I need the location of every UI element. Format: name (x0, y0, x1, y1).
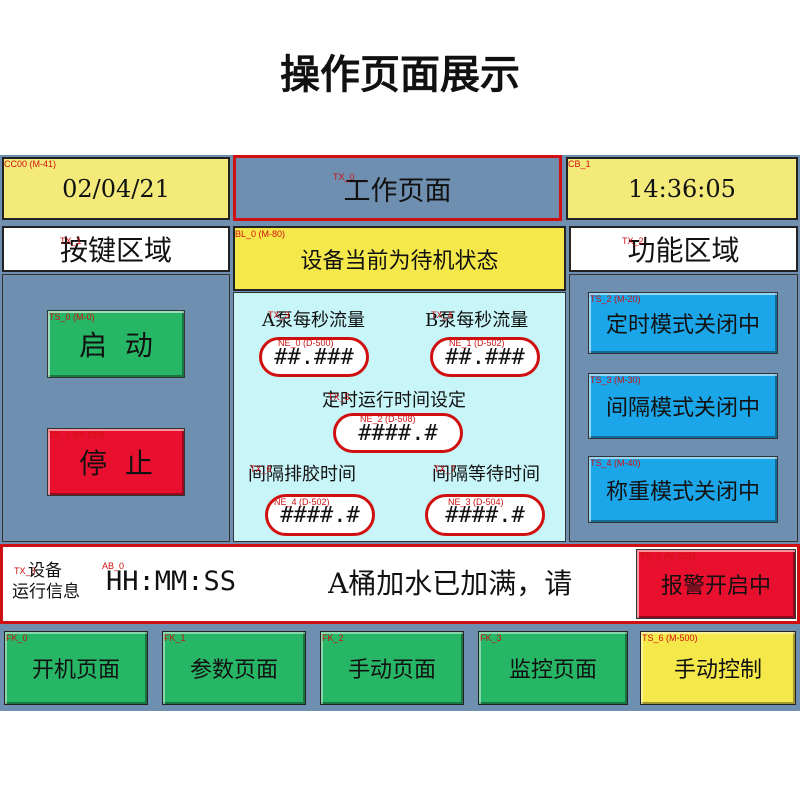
timer-label-tag: TX_5 (328, 392, 350, 402)
left-panel-heading: 按键区域 (2, 226, 230, 272)
info-label-tag: TX_8 (14, 566, 36, 576)
time-value: 14:36:05 (628, 174, 736, 203)
date-value: 02/04/21 (62, 174, 170, 203)
discharge-label-tag: TX_6 (250, 464, 272, 474)
pump-a-field-tag: NE_0 (D-500) (278, 338, 334, 348)
message-time: HH:MM:SS (106, 566, 237, 597)
stop-button-label: 停 止 (79, 447, 153, 480)
right-heading-tag: TX_2 (622, 236, 644, 246)
discharge-interval-value: ####.# (280, 502, 360, 528)
nav-monitor-label: 监控页面 (508, 658, 597, 683)
date-display: 02/04/21 (2, 157, 230, 220)
start-button-label: 启 动 (79, 329, 153, 362)
start-button[interactable]: 启 动 (47, 310, 185, 378)
discharge-field-tag: NE_4 (D-502) (274, 497, 330, 507)
stop-button[interactable]: 停 止 (47, 428, 185, 496)
nav-startup-label: 开机页面 (31, 658, 120, 683)
timer-setting-input[interactable]: ####.# (333, 413, 463, 453)
right-panel-heading-text: 功能区域 (627, 234, 740, 267)
nav-parameters-label: 参数页面 (189, 658, 278, 683)
nav-parameters-page[interactable]: 参数页面 (162, 631, 306, 705)
info-label-line2: 运行信息 (12, 582, 80, 602)
status-banner: 设备当前为待机状态 (233, 226, 566, 291)
right-panel-heading: 功能区域 (569, 226, 798, 272)
page-title: 操作页面展示 (280, 52, 520, 98)
nav-manual-page[interactable]: 手动页面 (320, 631, 464, 705)
pump-b-flow-value: ##.### (445, 344, 525, 370)
pump-b-field-tag: NE_1 (D-502) (449, 338, 505, 348)
wait-field-tag: NE_3 (D-504) (448, 497, 504, 507)
info-label: 设备 运行信息 (12, 561, 92, 603)
alarm-button-label: 报警开启中 (660, 574, 771, 599)
left-heading-tag: TX_1 (60, 236, 82, 246)
manual-control-tag: TS_6 (M-500) (642, 633, 698, 643)
message-tag: AB_0 (102, 561, 125, 571)
pump-a-label-tag: TX_3 (268, 310, 290, 320)
screen-title: 工作页面 (343, 175, 452, 207)
discharge-interval-label: 间隔排胶时间 (248, 464, 356, 485)
pump-a-flow-input[interactable]: ##.### (259, 337, 369, 377)
interval-mode-label: 间隔模式关闭中 (605, 396, 760, 421)
timer-mode-label: 定时模式关闭中 (605, 313, 760, 338)
nav-manual-label: 手动页面 (347, 658, 436, 683)
status-text: 设备当前为待机状态 (300, 248, 499, 274)
pump-b-flow-input[interactable]: ##.### (430, 337, 540, 377)
status-tag: BL_0 (M-80) (235, 229, 286, 239)
interval-mode-button[interactable]: 间隔模式关闭中 (588, 373, 778, 439)
timer-mode-button[interactable]: 定时模式关闭中 (588, 292, 778, 354)
weighing-mode-tag: TS_4 (M-40) (590, 458, 641, 468)
alarm-button[interactable]: 报警开启中 (636, 549, 796, 619)
screen-title-tag: TX_0 (333, 172, 355, 182)
manual-control-button[interactable]: 手动控制 (640, 631, 796, 705)
screen-title-box: 工作页面 (233, 155, 562, 221)
stop-button-tag: TS_1 (M-100) (49, 430, 105, 440)
interval-mode-tag: TS_3 (M-30) (590, 375, 641, 385)
alarm-button-tag: TS_5 (M-101) (640, 551, 696, 561)
weighing-mode-button[interactable]: 称重模式关闭中 (588, 456, 778, 523)
nav-parameters-tag: FK_1 (164, 633, 186, 643)
wait-interval-input[interactable]: ####.# (425, 494, 545, 536)
message-ticker: A桶加水已加满，请 (328, 562, 606, 602)
wait-interval-value: ####.# (445, 502, 525, 528)
nav-manual-tag: FK_2 (322, 633, 344, 643)
info-label-line1: 设备 (28, 561, 62, 581)
pump-b-label: B泵每秒流量 (425, 310, 529, 331)
wait-interval-label: 间隔等待时间 (432, 464, 540, 485)
time-tag: CB_1 (568, 159, 591, 169)
timer-mode-tag: TS_2 (M-20) (590, 294, 641, 304)
timer-field-tag: NE_2 (D-508) (360, 414, 416, 424)
start-button-tag: TS_0 (M-0) (49, 312, 95, 322)
time-display: 14:36:05 (566, 157, 798, 220)
pump-b-label-tag: TX_4 (431, 310, 453, 320)
left-panel-heading-text: 按键区域 (59, 234, 172, 267)
weighing-mode-label: 称重模式关闭中 (605, 479, 760, 505)
nav-monitor-tag: FK_3 (480, 633, 502, 643)
pump-a-label: A泵每秒流量 (262, 310, 365, 331)
timer-label: 定时运行时间设定 (322, 390, 466, 411)
pump-a-flow-value: ##.### (274, 344, 354, 370)
discharge-interval-input[interactable]: ####.# (265, 494, 375, 536)
timer-setting-value: ####.# (358, 420, 438, 446)
date-tag: CC00 (M-41) (4, 159, 57, 169)
nav-monitor-page[interactable]: 监控页面 (478, 631, 628, 705)
nav-startup-page[interactable]: 开机页面 (4, 631, 148, 705)
message-text: A桶加水已加满，请 (328, 567, 573, 600)
nav-startup-tag: FK_0 (6, 633, 28, 643)
manual-control-label: 手动控制 (673, 658, 762, 683)
wait-label-tag: TX_7 (434, 464, 456, 474)
